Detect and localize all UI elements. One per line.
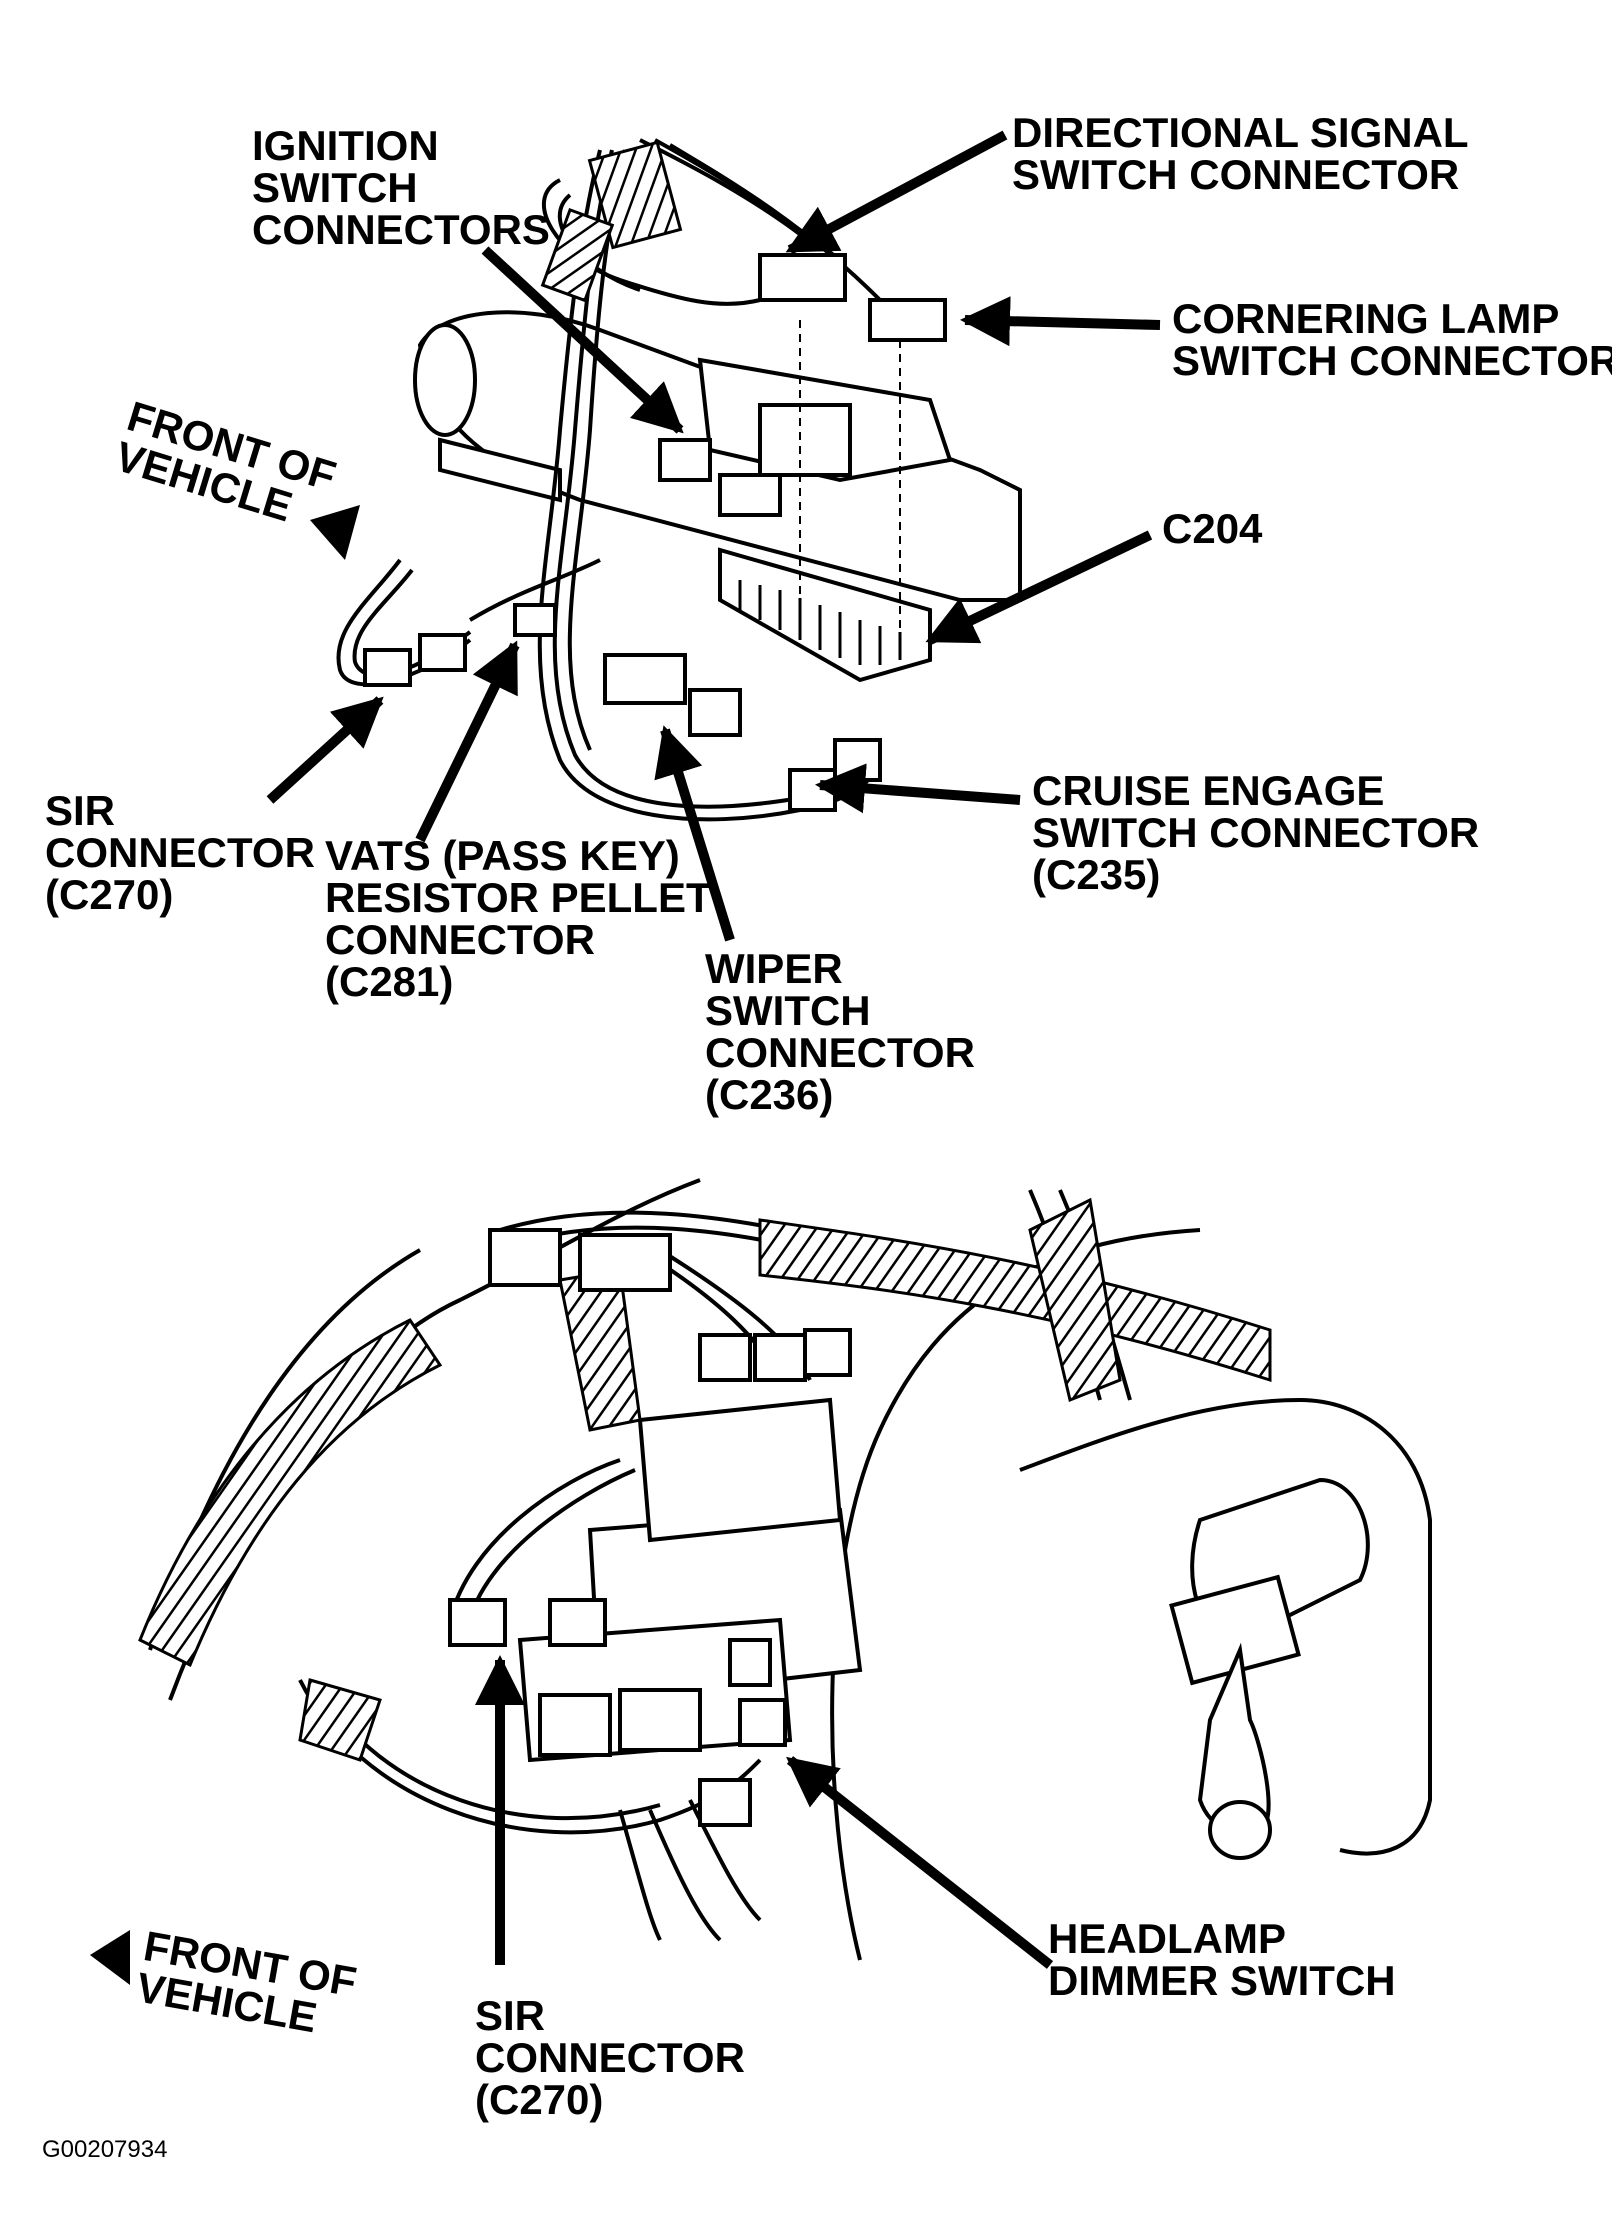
c204-label: C204 (1162, 505, 1263, 552)
directional-arrow (785, 130, 1008, 255)
sir-connector-shape-bottom (448, 1598, 507, 1647)
harness-wrap (587, 140, 683, 250)
ignition-arrow (481, 246, 684, 434)
cruise-arrow (815, 763, 1021, 814)
top-connectors (363, 253, 947, 812)
cornering-lamp-switch-connector-label: CORNERING LAMP SWITCH CONNECTOR (1172, 295, 1612, 384)
top-steering-column (413, 310, 1022, 683)
vats-connector-shape (513, 603, 557, 637)
top-pointer-arrows (266, 130, 1161, 942)
front-of-vehicle-arrow-top (310, 505, 360, 560)
figure-id: G00207934 (42, 2136, 168, 2163)
directional-signal-switch-connector-label: DIRECTIONAL SIGNAL SWITCH CONNECTOR (1012, 109, 1469, 198)
bottom-dash-structure (148, 1178, 1432, 1961)
headlamp-dimmer-connector-shape (738, 1698, 787, 1747)
c204-arrow (925, 530, 1153, 645)
sir-arrow (266, 696, 384, 804)
sir-connector-label-top: SIR CONNECTOR (C270) (45, 787, 315, 918)
wiper-connector-shape (603, 653, 687, 705)
wiper-switch-connector-label: WIPER SWITCH CONNECTOR (C236) (705, 945, 975, 1118)
vats-arrow (415, 640, 520, 843)
bottom-pointer-arrows (475, 1655, 1054, 1969)
cornering-lamp-connector-shape (868, 298, 947, 342)
sir-connector-label-bottom: SIR CONNECTOR (C270) (475, 1992, 745, 2123)
directional-signal-connector-shape (758, 253, 847, 302)
cruise-engage-switch-connector-label: CRUISE ENGAGE SWITCH CONNECTOR (C235) (1032, 767, 1480, 898)
harness-wrap (298, 1678, 382, 1762)
harness-wrap (138, 1318, 443, 1668)
sir-connector-shape (363, 648, 412, 687)
harness-wrap (558, 1268, 642, 1432)
vats-resistor-pellet-connector-label: VATS (PASS KEY) RESISTOR PELLET CONNECTO… (325, 832, 712, 1005)
harness-wrap (758, 1218, 1272, 1383)
headlamp-dimmer-switch-label: HEADLAMP DIMMER SWITCH (1048, 1915, 1396, 2004)
cornering-arrow (960, 296, 1161, 347)
wiper-arrow (654, 725, 735, 942)
harness-wrap (1028, 1197, 1122, 1403)
headlamp-dimmer-arrow (786, 1756, 1054, 1969)
ignition-connector-shape (658, 438, 712, 482)
front-of-vehicle-arrow-bottom (90, 1930, 130, 1985)
bottom-connectors (448, 1228, 852, 1827)
ignition-switch-connectors-label: IGNITION SWITCH CONNECTORS (252, 122, 550, 253)
harness-wrap (540, 207, 615, 303)
